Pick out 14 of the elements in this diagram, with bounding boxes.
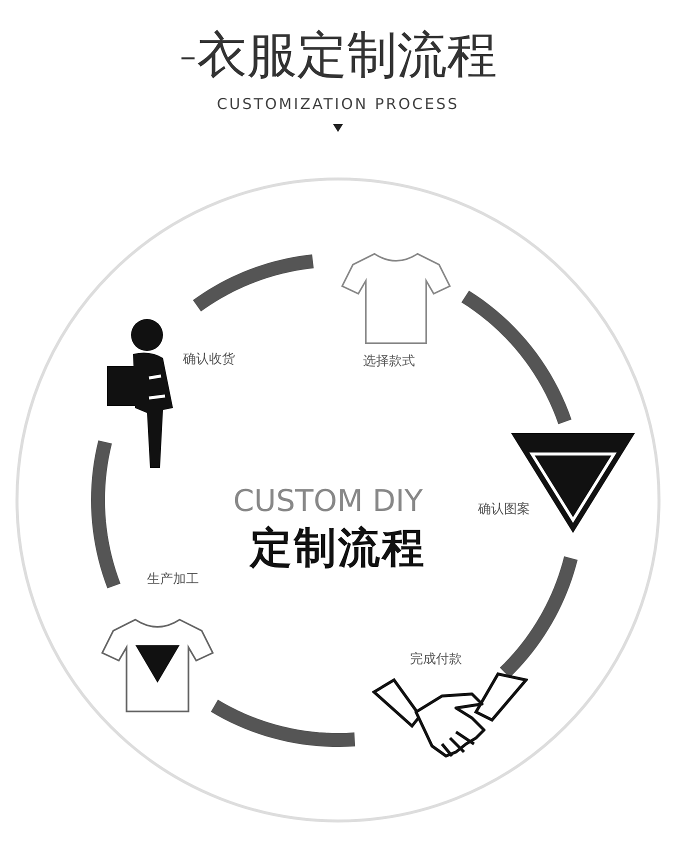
step-label: 确认图案: [478, 501, 530, 518]
title: -衣服定制流程: [178, 26, 498, 84]
ring-arc-connector: [500, 556, 578, 678]
ring-arc-connector: [461, 290, 572, 424]
ring-arc-connector: [192, 254, 314, 312]
ring-arc-connector: [91, 440, 121, 588]
center-label: 定制流程: [250, 523, 426, 572]
step-label: 完成付款: [410, 651, 462, 668]
subtitle: CUSTOMIZATION PROCESS: [216, 95, 460, 113]
step-label: 生产加工: [147, 571, 199, 588]
center-label: CUSTOM DIY: [233, 484, 423, 519]
step-label: 确认收货: [183, 351, 235, 368]
ring-arc-connector: [210, 700, 356, 747]
step-label: 选择款式: [363, 353, 415, 370]
